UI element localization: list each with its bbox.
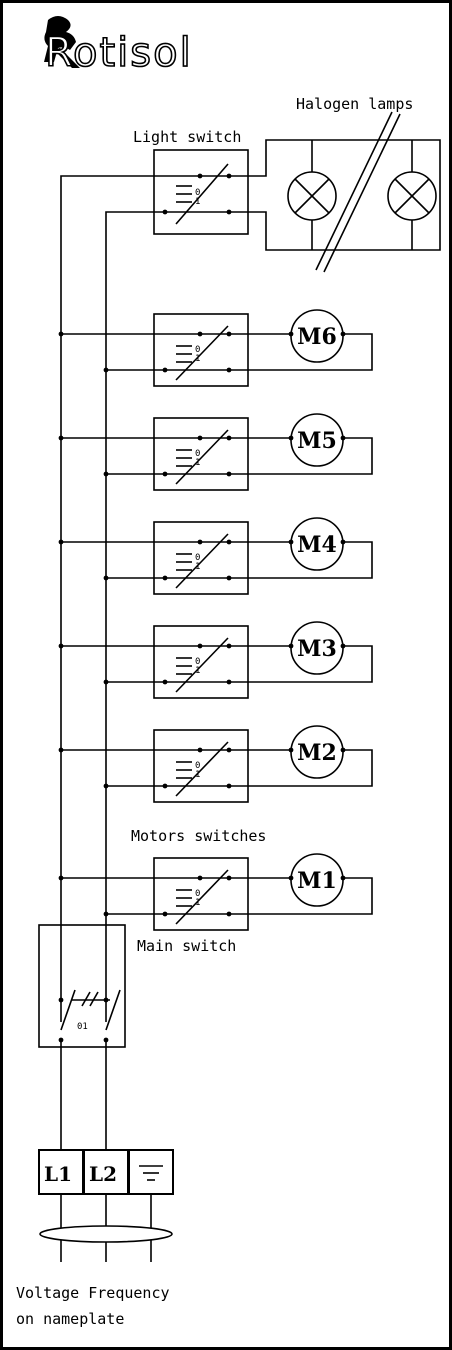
motor-row — [61, 309, 373, 387]
bus-l1 — [60, 175, 165, 1000]
bus-l2 — [105, 211, 165, 1000]
main-switch-box — [38, 924, 126, 1048]
motor-switch-box — [153, 417, 249, 491]
halogen-lamps-label: Halogen lamps — [296, 95, 413, 113]
switch-pos-1: 1 — [195, 666, 200, 676]
halogen-leader-2 — [323, 113, 401, 273]
motor-row — [61, 413, 373, 491]
bus-lines — [60, 175, 165, 1000]
cable-sheath — [39, 1225, 173, 1243]
switch-pos-1: 1 — [195, 770, 200, 780]
motor-label: M4 — [297, 532, 337, 558]
light-switch-pos-1: 1 — [195, 197, 200, 207]
switch-pos-0: 0 — [195, 761, 200, 771]
motor-row — [61, 853, 373, 931]
footer-line-1: Voltage Frequency — [16, 1284, 170, 1302]
switch-pos-0: 0 — [195, 345, 200, 355]
motor-label: M5 — [297, 428, 337, 454]
chef-figure-icon — [44, 16, 76, 62]
main-switch-block — [38, 924, 126, 1150]
switch-pos-0: 0 — [195, 553, 200, 563]
logo-text: Rotisol — [45, 30, 193, 76]
motor-switch-box — [153, 857, 249, 931]
footer-line-2: on nameplate — [16, 1310, 124, 1328]
switch-pos-0: 0 — [195, 889, 200, 899]
light-switch-block — [153, 111, 441, 273]
main-switch-label: Main switch — [137, 937, 236, 955]
motor-row — [61, 517, 373, 595]
ground-icon — [139, 1165, 163, 1181]
switch-pos-0: 0 — [195, 449, 200, 459]
light-switch-pos-0: 0 — [195, 188, 200, 198]
logo-r-leg — [54, 48, 80, 68]
motor-switch-box — [153, 313, 249, 387]
motor-label: M1 — [297, 868, 337, 894]
motor-switch-box — [153, 625, 249, 699]
light-switch-label: Light switch — [133, 128, 241, 146]
main-switch-positions: 01 — [77, 1022, 88, 1032]
motors-switches-label: Motors switches — [131, 827, 266, 845]
motor-switch-box — [153, 729, 249, 803]
switch-pos-1: 1 — [195, 562, 200, 572]
motor-row — [61, 621, 373, 699]
switch-pos-1: 1 — [195, 898, 200, 908]
power-cable — [39, 1194, 173, 1262]
motor-label: M3 — [297, 636, 337, 662]
switch-pos-1: 1 — [195, 354, 200, 364]
terminal-l2: L2 — [89, 1162, 117, 1186]
terminal-ground-box — [128, 1149, 174, 1195]
motor-switch-box — [153, 521, 249, 595]
switch-pos-1: 1 — [195, 458, 200, 468]
light-switch-box — [153, 149, 249, 235]
switch-pos-0: 0 — [195, 657, 200, 667]
motor-label: M6 — [297, 324, 337, 350]
halogen-leader-1 — [315, 111, 393, 271]
motor-row — [61, 725, 373, 803]
rotisol-logo: Rotisol — [44, 16, 193, 77]
terminal-l1: L1 — [44, 1162, 72, 1186]
motor-label: M2 — [297, 740, 337, 766]
